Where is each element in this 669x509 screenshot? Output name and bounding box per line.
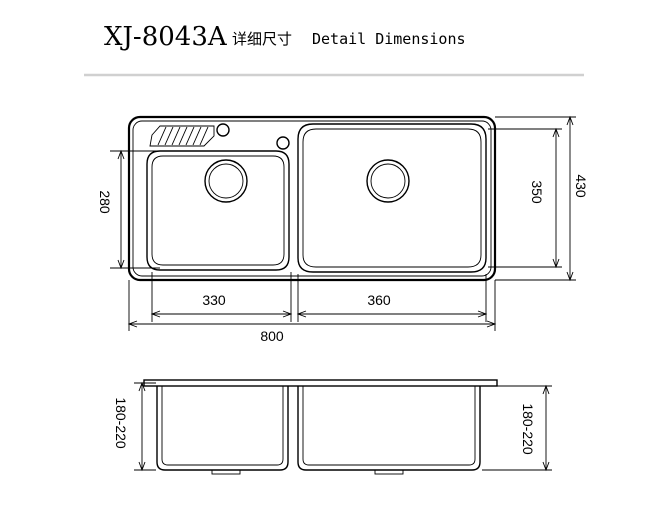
sink-inner-rim [132,120,492,277]
right-bowl-height-label: 180-220 [520,403,536,455]
left-bowl-width-label: 330 [202,292,226,308]
side-view-left-bowl [156,386,289,471]
side-view: 180-220 180-220 [113,379,552,475]
right-drain-icon [366,159,410,203]
model-number: XJ-8043A [104,22,228,52]
dimension-total-width: 800 [127,280,497,344]
total-width-label: 800 [260,328,284,344]
dimension-total-depth: 430 [495,115,589,282]
right-bowl-width-label: 360 [367,292,391,308]
faucet-hole-icon [216,123,230,137]
left-bowl-inner [151,155,285,266]
title-chinese: 详细尺寸 [232,30,292,48]
left-drain-icon [204,159,248,203]
right-drain-outlet [374,469,404,475]
dimension-bowl-widths: 330 360 [150,272,488,322]
total-depth-label: 430 [573,174,589,198]
left-drain-outlet [211,469,241,475]
left-bowl-outline [146,150,290,271]
dimension-left-bowl-height: 180-220 [113,381,156,472]
top-view: 280 350 430 330 [97,115,589,344]
title-english: Detail Dimensions [312,30,466,48]
drainboard-ribs [149,125,215,147]
overflow-hole-icon [276,136,290,150]
sink-outer-rim [127,115,497,282]
right-bowl-outline [297,123,487,273]
right-bowl-depth-label: 350 [529,180,545,204]
dimension-right-bowl-depth: 350 [488,127,562,269]
side-view-right-bowl [297,386,481,471]
left-bowl-depth-label: 280 [97,190,113,214]
dimension-left-bowl-depth: 280 [97,149,160,270]
left-bowl-height-label: 180-220 [113,397,129,449]
right-bowl-inner [302,128,482,268]
dimension-right-bowl-height: 180-220 [482,384,552,472]
side-view-rim [143,379,498,387]
